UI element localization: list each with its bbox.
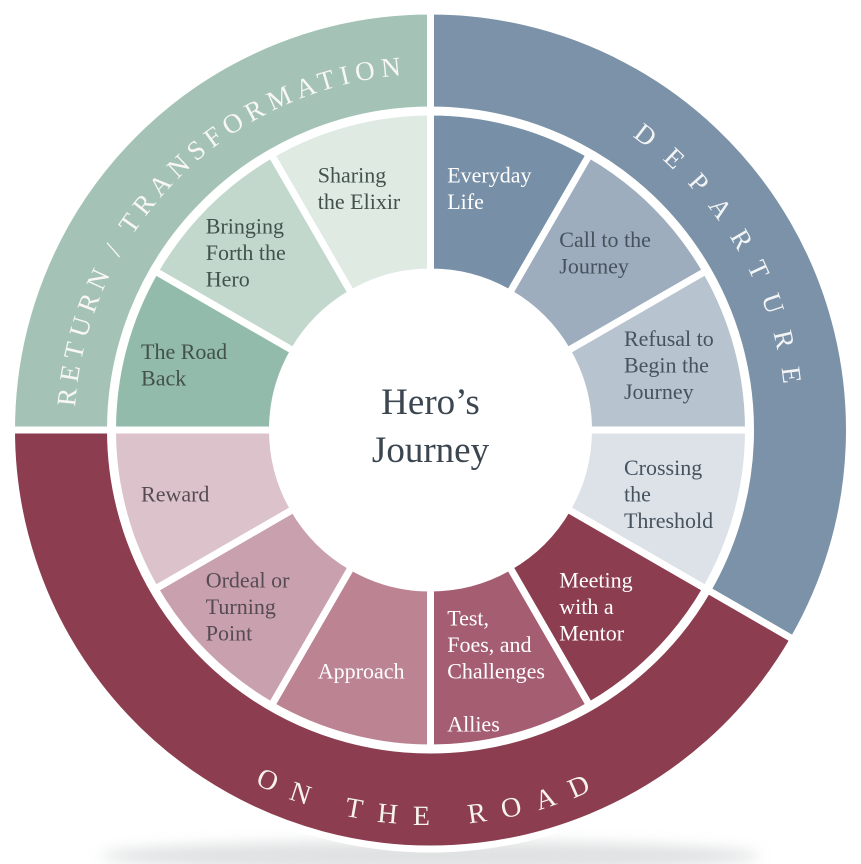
stage-label-approach: Approach <box>318 658 405 683</box>
stage-label-reward: Reward <box>141 482 209 507</box>
stage-segment-sharing-the-elixir <box>266 108 434 298</box>
center-circle <box>276 276 585 584</box>
